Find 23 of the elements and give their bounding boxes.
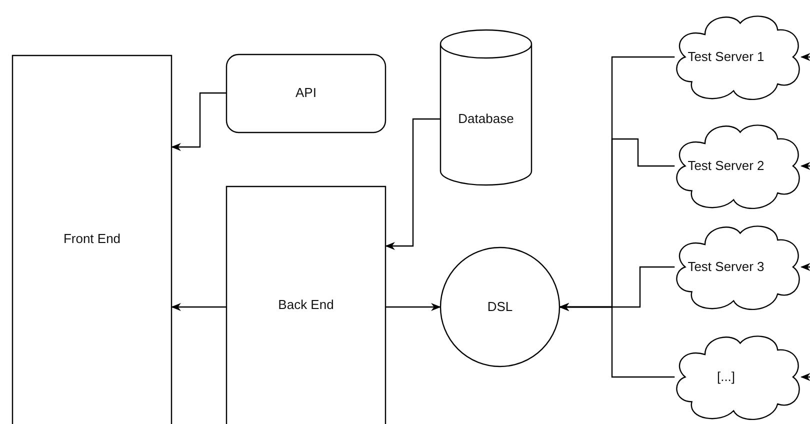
node-label: Test Server 1 [688, 48, 764, 66]
node-label: Test Server 2 [688, 158, 764, 174]
node-label: Database [458, 111, 514, 128]
arrow [386, 303, 441, 311]
arrow [800, 263, 810, 271]
node-label: Front End [63, 231, 121, 248]
frontend-box [12, 55, 172, 424]
node-label: DSL [487, 298, 513, 316]
node-label: API [296, 85, 316, 102]
backend-box [226, 186, 386, 424]
dsl-circle [440, 247, 560, 367]
node-label: Test Server 3 [688, 258, 764, 276]
database-cylinder [440, 30, 532, 185]
api-box [226, 54, 386, 133]
arrow [171, 92, 226, 151]
arrow [171, 303, 226, 311]
arrow [800, 373, 810, 381]
arrow [385, 118, 440, 250]
arrow [559, 303, 675, 378]
arrow [800, 53, 810, 61]
node-label: Back End [278, 296, 334, 314]
arrow [800, 162, 810, 170]
node-label: [...] [716, 368, 736, 386]
